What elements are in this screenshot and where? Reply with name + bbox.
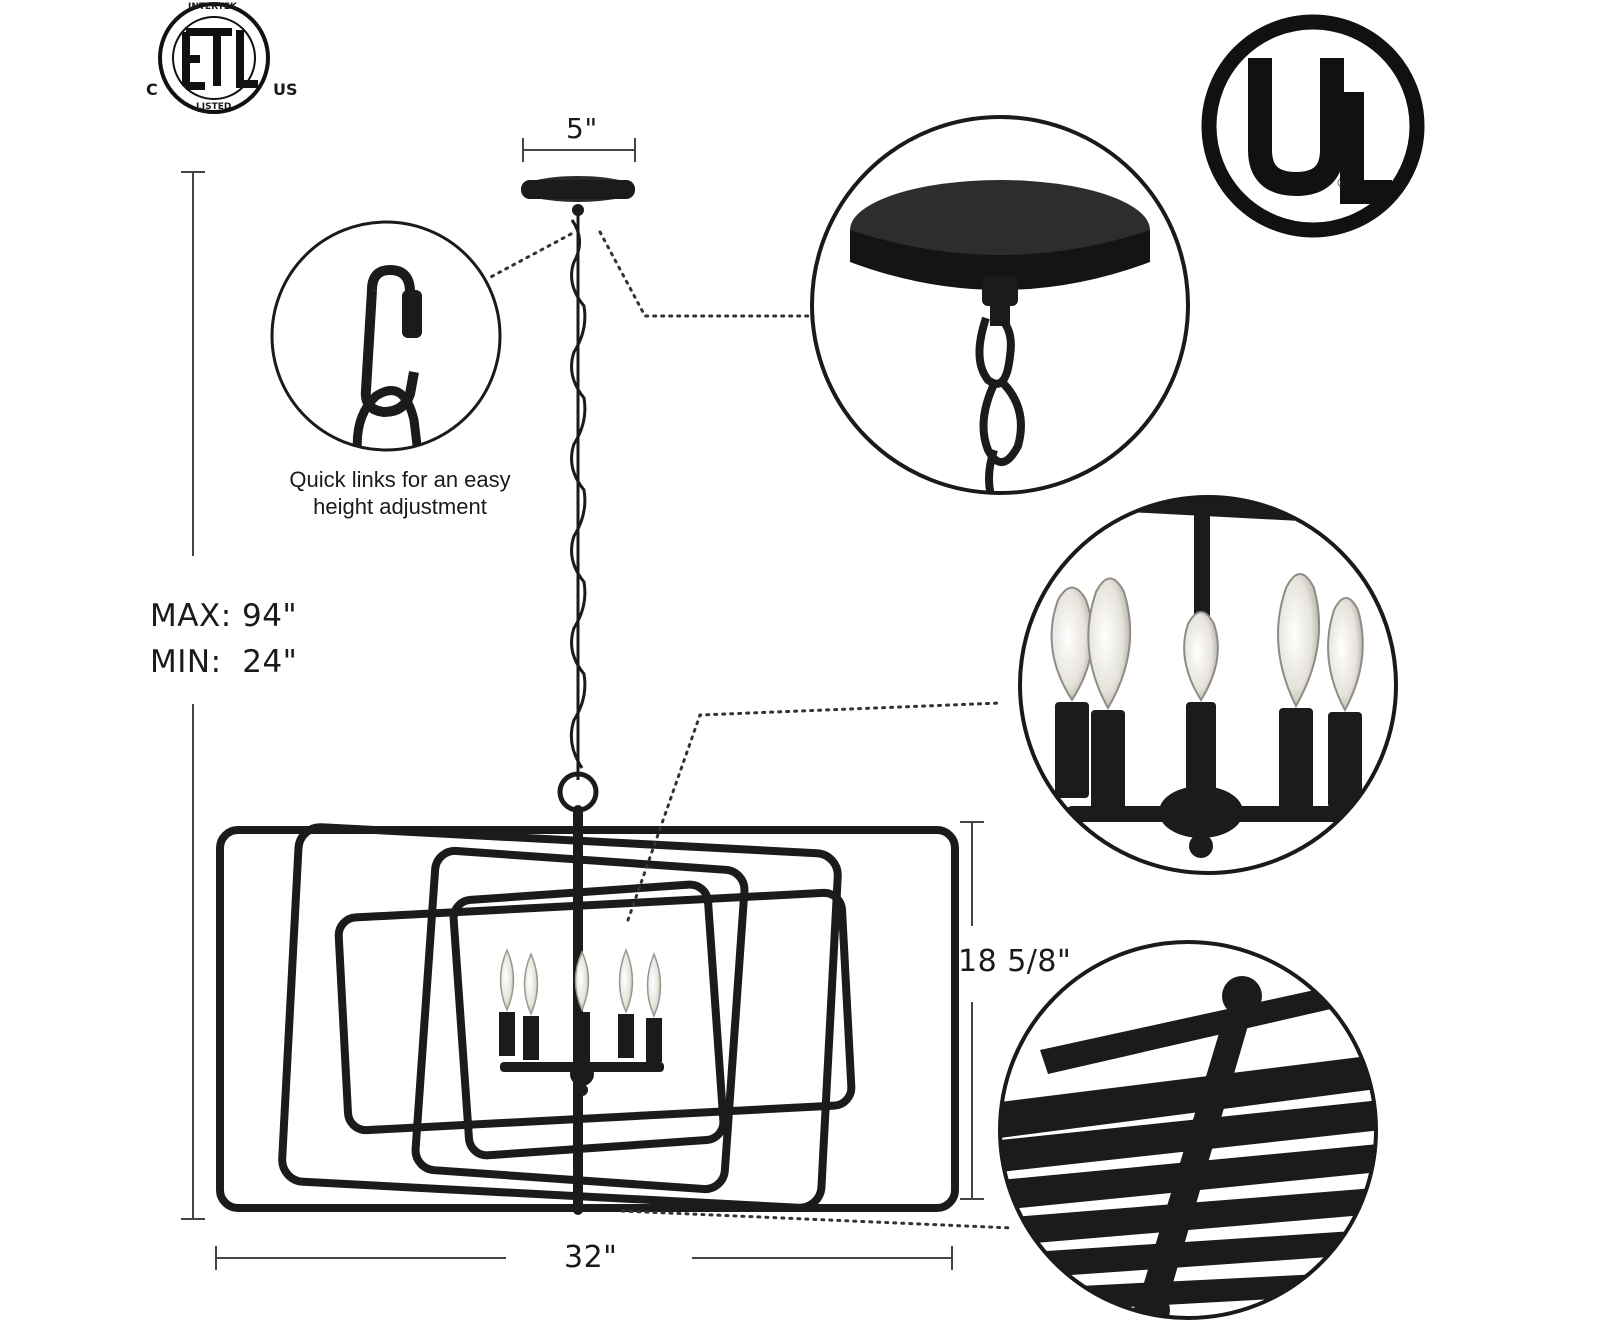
ul-registered-mark: ® bbox=[1336, 176, 1348, 190]
body-width-dimension bbox=[215, 1246, 953, 1270]
ul-logo bbox=[1201, 14, 1425, 238]
chandelier bbox=[216, 176, 959, 1215]
body-width-label: 32" bbox=[564, 1240, 618, 1275]
body-height-dimension bbox=[960, 821, 984, 1200]
overall-height-dimension bbox=[181, 171, 205, 1220]
etl-right-text: US bbox=[273, 80, 298, 99]
canopy-detail bbox=[810, 115, 1190, 495]
quick-link-detail bbox=[270, 220, 502, 452]
rod-detail bbox=[998, 940, 1378, 1320]
etl-top-arc-text: INTERTEK bbox=[188, 2, 237, 12]
etl-bottom-arc-text: LISTED bbox=[196, 102, 232, 112]
canopy-width-label: 5" bbox=[566, 112, 598, 145]
min-height-label: MIN: 24" bbox=[150, 644, 298, 680]
quick-link-caption: Quick links for an easy height adjustmen… bbox=[280, 466, 520, 520]
chandelier-bulbs bbox=[499, 948, 664, 1096]
body-height-label: 18 5/8" bbox=[958, 944, 1072, 979]
quick-link-caption-line1: Quick links for an easy bbox=[289, 467, 511, 492]
bulbs-detail bbox=[1018, 495, 1398, 875]
etl-logo bbox=[158, 2, 270, 114]
quick-link-caption-line2: height adjustment bbox=[313, 494, 487, 519]
max-height-label: MAX: 94" bbox=[150, 598, 298, 634]
etl-left-text: C bbox=[146, 80, 158, 99]
canopy-width-dimension bbox=[522, 138, 636, 162]
leader-lines bbox=[485, 230, 1014, 1230]
